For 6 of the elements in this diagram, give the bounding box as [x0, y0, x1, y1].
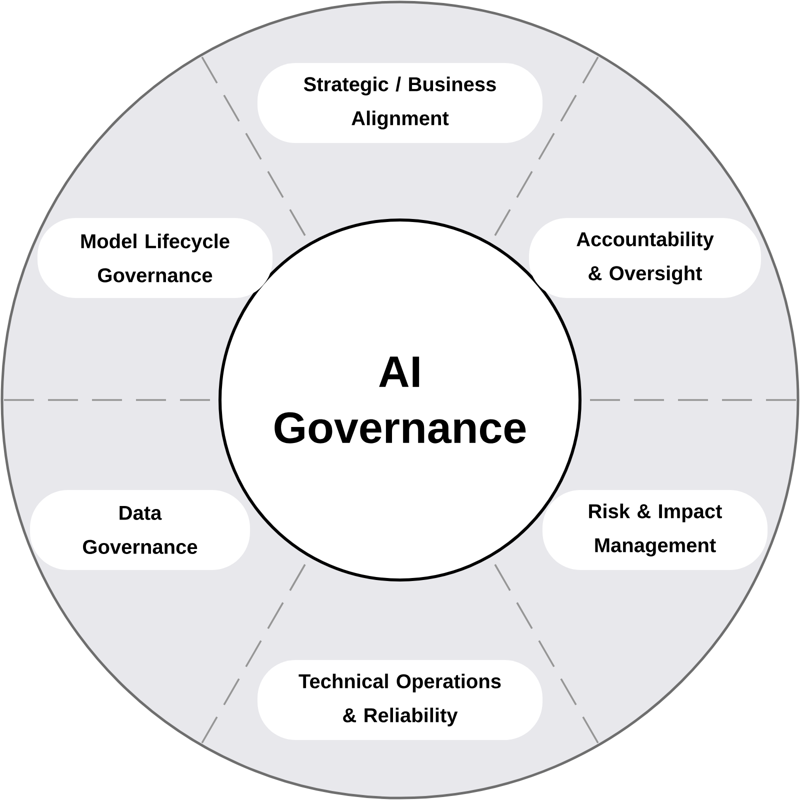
pill-box: Technical Operations & Reliability [258, 660, 542, 740]
pill-box: Risk & Impact Management [542, 490, 768, 570]
pill-box: Strategic / Business Alignment [258, 63, 542, 143]
pill-box: Data Governance [30, 490, 250, 570]
pill-box: Accountability & Oversight [529, 218, 761, 298]
pill-box: Model Lifecycle Governance [38, 218, 272, 298]
